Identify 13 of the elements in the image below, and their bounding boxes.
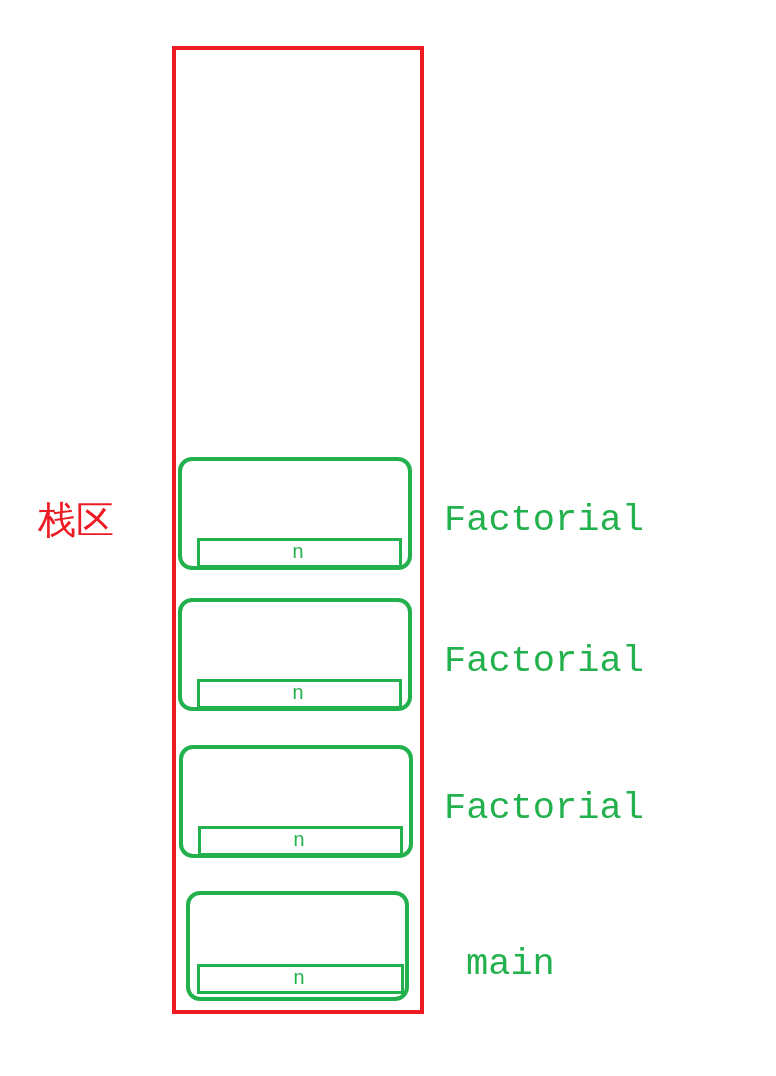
variable-name: n [292, 543, 305, 563]
stack-frame-box [178, 598, 412, 711]
variable-name: n [292, 684, 305, 704]
variable-name: n [293, 831, 306, 851]
region-label: 栈区 [38, 498, 114, 542]
stack-frame-box [186, 891, 409, 1001]
stack-frame-box [178, 457, 412, 570]
function-label: Factorial [444, 786, 644, 830]
function-label: Factorial [444, 639, 644, 683]
function-label: Factorial [444, 498, 644, 542]
stack-frame-box [179, 745, 413, 858]
variable-name: n [293, 969, 306, 989]
function-label: main [466, 942, 555, 986]
